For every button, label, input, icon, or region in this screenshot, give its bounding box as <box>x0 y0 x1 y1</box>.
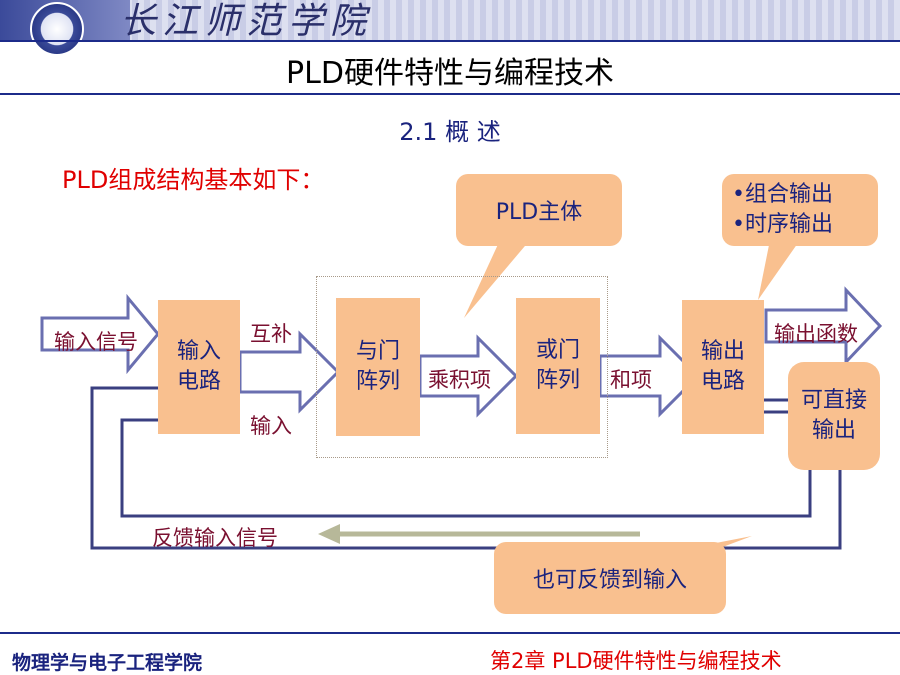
output-circuit-block: 输出 电路 <box>682 300 764 434</box>
sum-terms-arrow <box>598 334 701 418</box>
and-array-block: 与门 阵列 <box>336 298 420 436</box>
feedback-callout: 也可反馈到输入 <box>494 542 726 614</box>
output-function-arrow <box>764 286 883 366</box>
or-array-block: 或门 阵列 <box>516 298 600 434</box>
footer-school: 物理学与电子工程学院 <box>12 652 203 674</box>
outputs-callout: •组合输出 •时序输出 <box>722 174 878 246</box>
feedback-input-signal-label: 反馈输入信号 <box>152 526 278 550</box>
outputs-callout-tail <box>758 240 800 300</box>
header-band <box>0 0 900 40</box>
title-rule <box>0 93 900 95</box>
output-function-label: 输出函数 <box>774 322 858 346</box>
sum-terms-label: 和项 <box>610 368 652 392</box>
footer-rule <box>0 632 900 634</box>
header-rule <box>0 40 900 42</box>
footer-chapter: 第2章 PLD硬件特性与编程技术 <box>490 649 782 673</box>
input-signal-arrow <box>40 293 160 375</box>
pld-body-callout-tail <box>464 240 530 318</box>
pld-body-callout: PLD主体 <box>456 174 622 246</box>
complement-input-arrow <box>238 330 341 414</box>
direct-output-callout: 可直接 输出 <box>788 362 880 470</box>
outputs-callout-line-combinational: •组合输出 <box>732 182 833 207</box>
slide-title: PLD硬件特性与编程技术 <box>286 56 614 91</box>
feedback-direction-arrowhead <box>318 524 340 544</box>
school-logo-icon <box>30 2 84 56</box>
input-circuit-block: 输入 电路 <box>158 300 240 434</box>
pld-body-callout-text: PLD主体 <box>495 200 583 225</box>
outputs-callout-line-sequential: •时序输出 <box>732 212 833 237</box>
intro-text: PLD组成结构基本如下： <box>62 166 325 194</box>
input-label: 输入 <box>250 414 292 438</box>
product-terms-arrow <box>418 334 519 418</box>
section-heading: 2.1 概 述 <box>399 118 501 146</box>
product-terms-label: 乘积项 <box>428 368 491 392</box>
school-name-calligraphy: 长江师范学院 <box>120 1 373 42</box>
feedback-callout-text: 也可反馈到输入 <box>532 568 687 593</box>
complement-label: 互补 <box>250 322 292 346</box>
pld-body-boundary <box>316 276 608 458</box>
input-signal-label: 输入信号 <box>54 330 138 354</box>
